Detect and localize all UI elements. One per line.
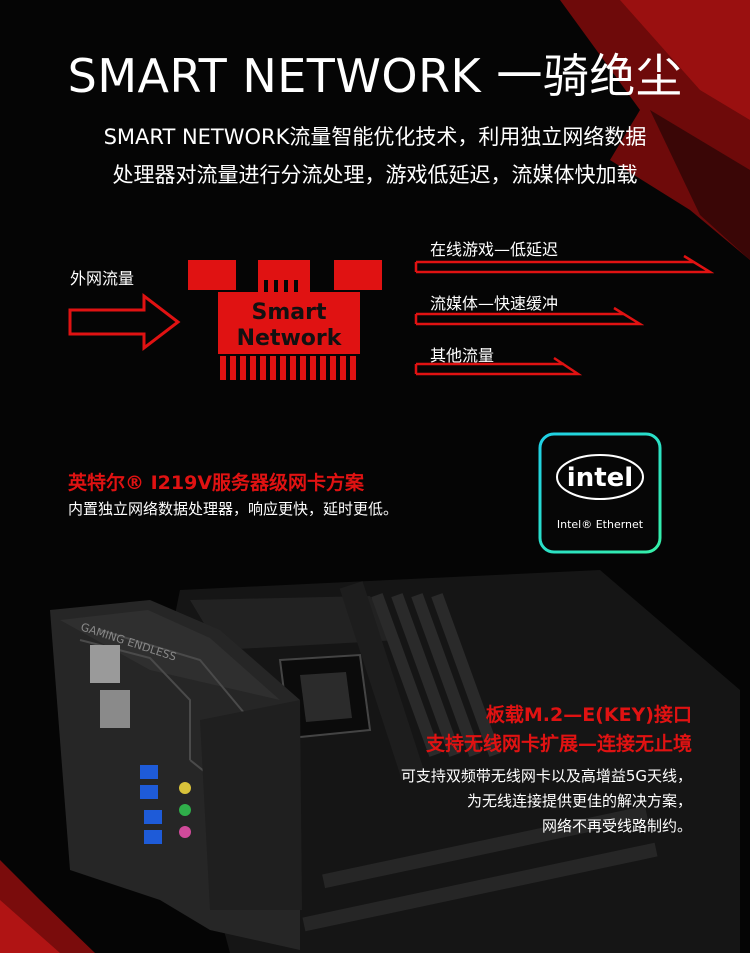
m2-body-line-3: 网络不再受线路制约。 (541, 817, 692, 835)
output-arrow-other (414, 356, 582, 376)
output-label-streaming: 流媒体—快速缓冲 (430, 294, 559, 313)
subtitle-line-2: 处理器对流量进行分流处理，游戏低延迟，流媒体快加载 (112, 163, 638, 187)
intel-chip: intel Intel® Ethernet (508, 405, 692, 582)
m2-body-line-1: 可支持双频带无线网卡以及高增益5G天线， (400, 767, 692, 785)
output-arrow-streaming (414, 306, 644, 326)
subtitle-line-1: SMART NETWORK流量智能优化技术，利用独立网络数据 (103, 125, 647, 149)
m2-heading-line-1: 板载M.2—E(KEY)接口 (485, 704, 692, 726)
motherboard-image: GAMING ENDLESS (50, 570, 740, 953)
smart-network-chip: Smart Network (188, 260, 382, 380)
intel-ethernet-label: Intel® Ethernet (557, 518, 644, 531)
intel-logo-ring (556, 454, 644, 500)
chip-text-line-2: Network (237, 326, 343, 351)
intel-description: 内置独立网络数据处理器，响应更快，延时更低。 (68, 500, 399, 518)
input-traffic-label: 外网流量 (70, 269, 135, 288)
m2-heading-line-2: 支持无线网卡扩展—连接无止境 (425, 733, 692, 755)
output-label-other: 其他流量 (430, 346, 495, 365)
input-arrow (68, 292, 181, 352)
intel-heading: 英特尔® I219V服务器级网卡方案 (68, 472, 365, 494)
m2-body-line-2: 为无线连接提供更佳的解决方案， (466, 792, 692, 810)
shard-bottom-left-light (0, 900, 60, 953)
shard-top-right-dark (650, 110, 750, 260)
output-label-gaming: 在线游戏—低延迟 (430, 240, 559, 259)
output-arrow-gaming (414, 254, 714, 274)
page-title: SMART NETWORK 一骑绝尘 (67, 49, 683, 103)
intel-logo: intel (567, 463, 633, 493)
chip-text-line-1: Smart (252, 300, 327, 325)
shard-top-right-light (620, 0, 750, 120)
